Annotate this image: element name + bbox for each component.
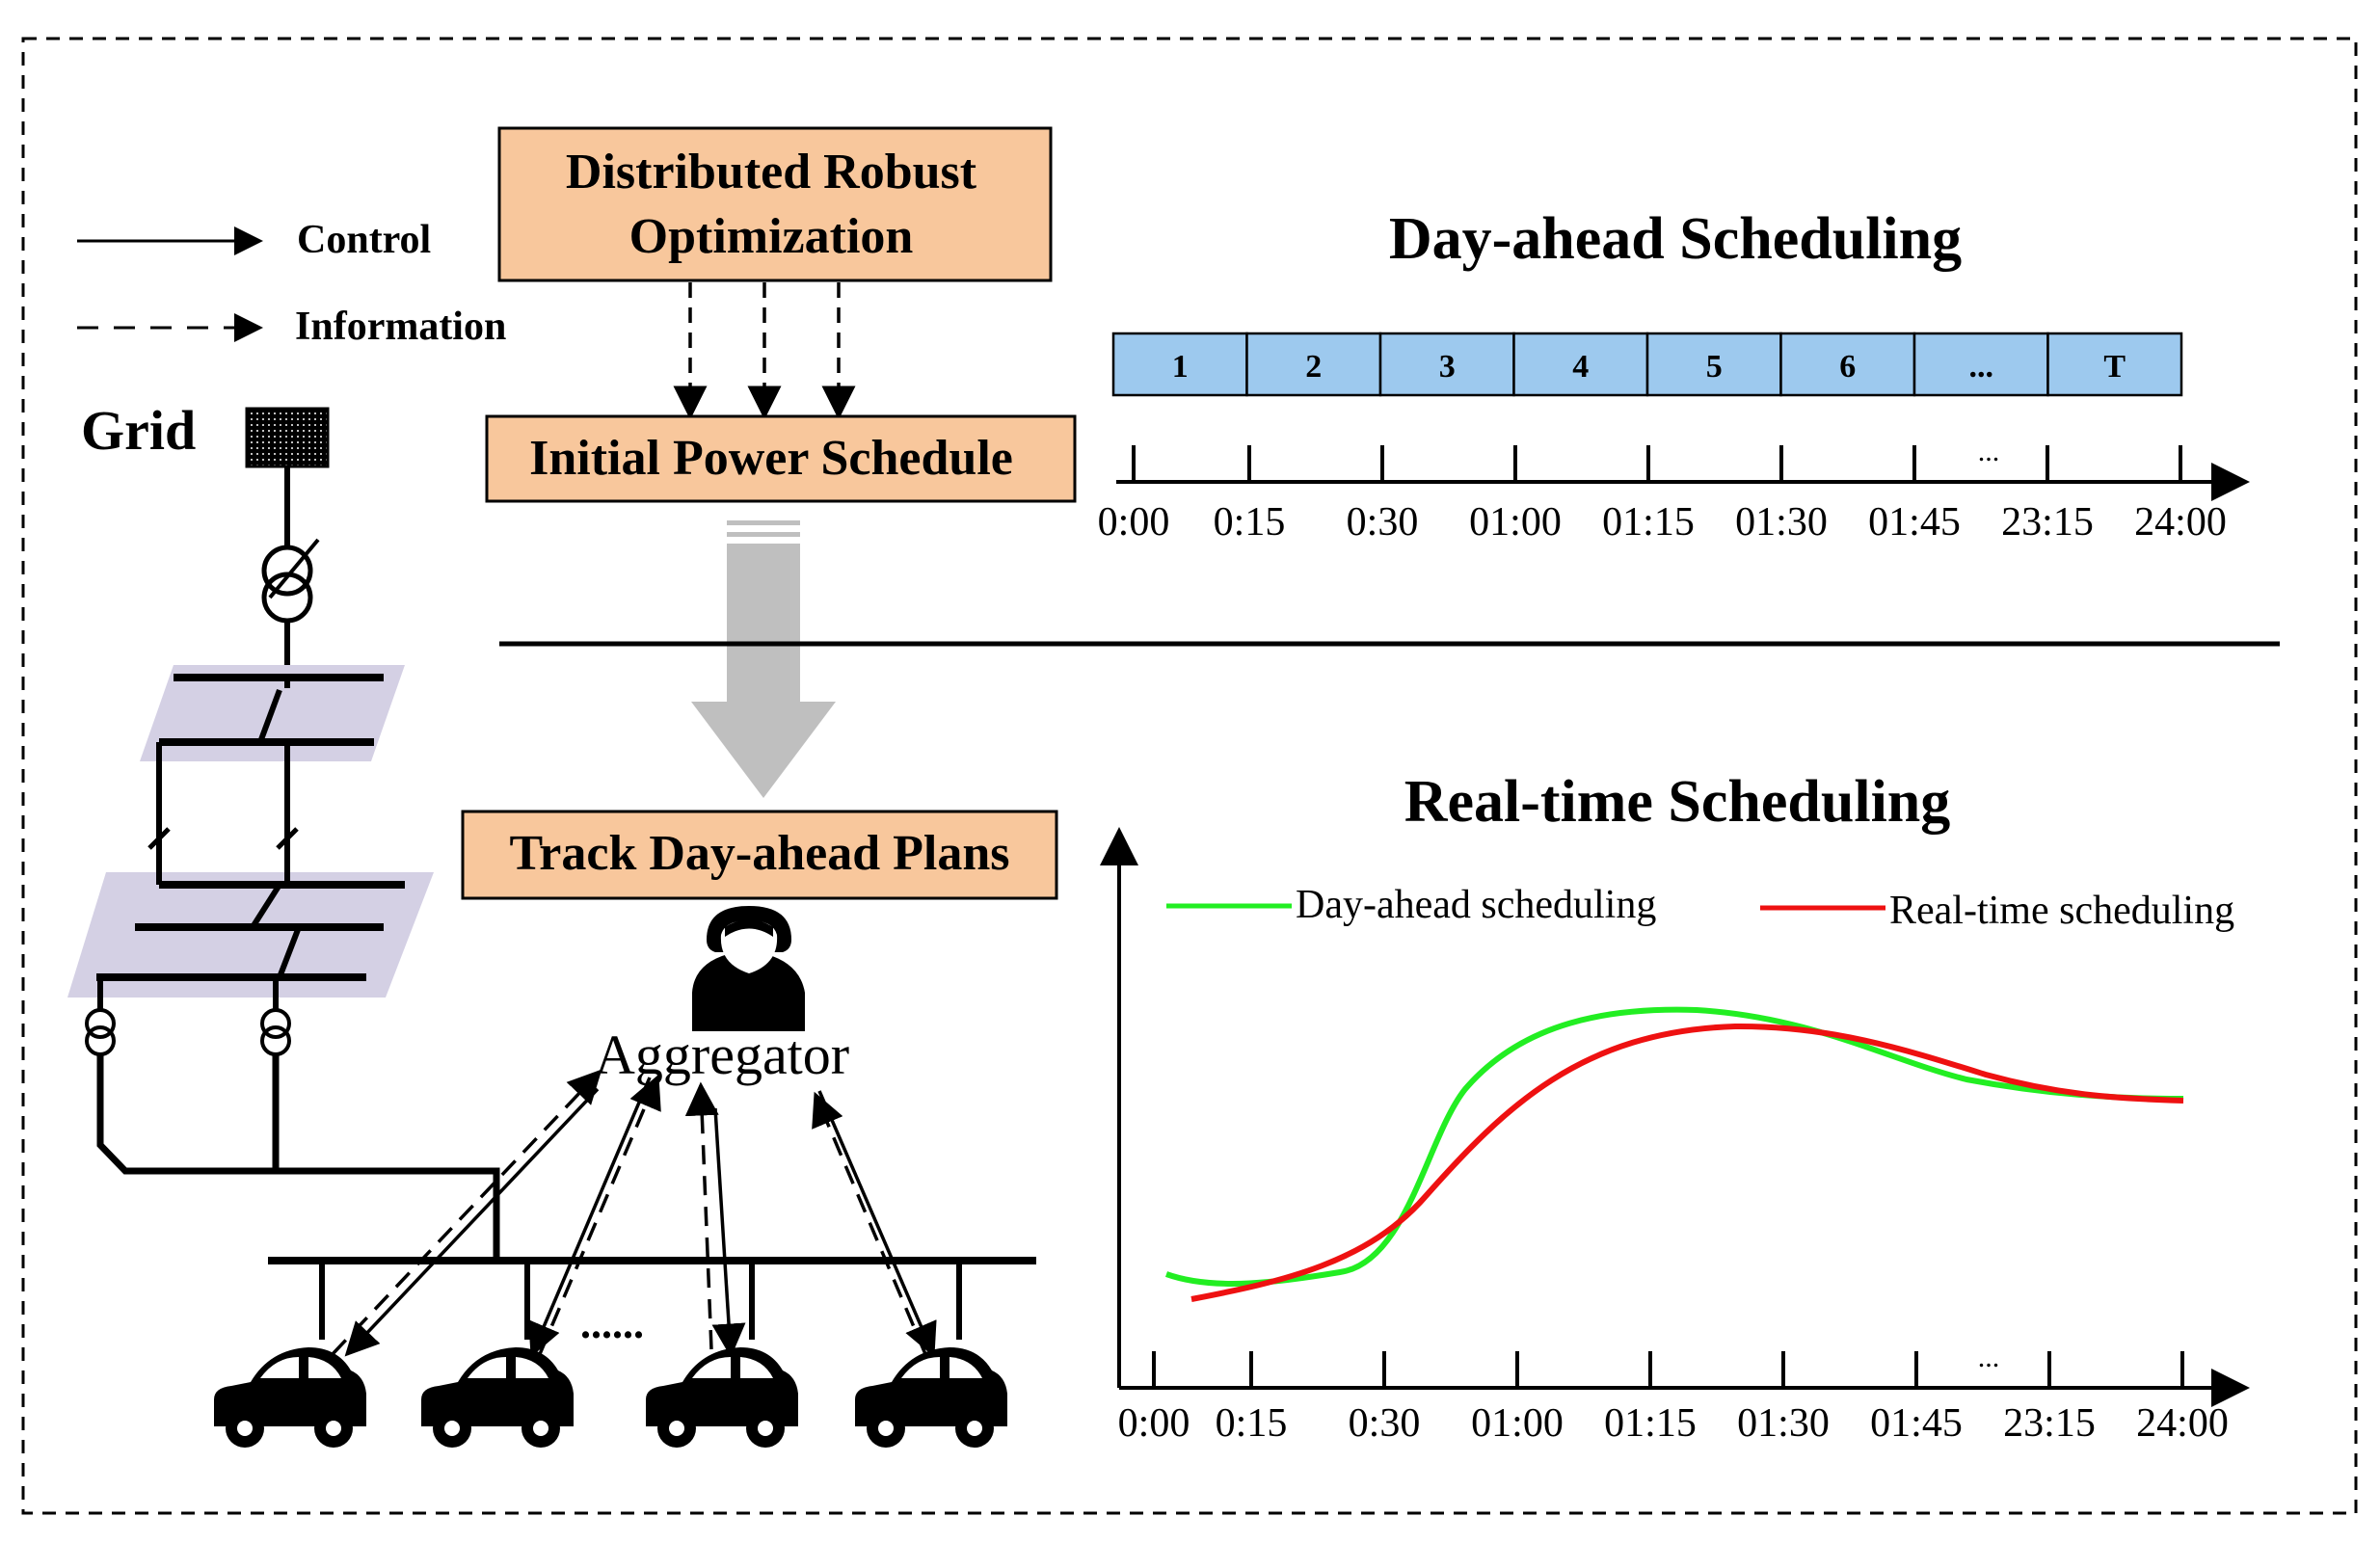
tick-label: 01:00	[1471, 1401, 1564, 1446]
time-slot-label: 6	[1839, 349, 1856, 385]
tick-label: 01:30	[1737, 1401, 1830, 1446]
day-ahead-ellipsis: ...	[1978, 436, 2000, 467]
initial-schedule-box: Initial Power Schedule	[485, 414, 1077, 503]
initial-schedule-label: Initial Power Schedule	[529, 431, 1013, 486]
electric-vehicle-icon	[646, 1347, 798, 1448]
aggregator-label: Aggregator	[595, 1024, 849, 1086]
feeder-transformer-left-icon	[85, 1008, 116, 1056]
control-legend-label: Control	[297, 218, 431, 262]
dro-box: Distributed Robust Optimization	[497, 126, 1053, 282]
grid-icon	[245, 407, 330, 468]
tick-label: 24:00	[2134, 500, 2227, 545]
electric-vehicle-icon	[855, 1347, 1007, 1448]
dro-box-line1: Distributed Robust	[566, 145, 977, 200]
day-ahead-ticks: 0:00 0:15 0:30 01:00 01:15 01:30 01:45 23:15 24:…	[1098, 445, 2227, 545]
time-slot-label: 5	[1706, 349, 1723, 385]
real-time-title: Real-time Scheduling	[1404, 769, 1951, 835]
time-slot-label: T	[2103, 349, 2126, 385]
time-slot-label: 1	[1172, 349, 1189, 385]
time-slot-label: 3	[1439, 349, 1456, 385]
tick-label: 23:15	[2001, 500, 2094, 545]
track-plans-box: Track Day-ahead Plans	[461, 810, 1058, 900]
day-ahead-curve	[1164, 1006, 2184, 1287]
tick-label: 01:00	[1469, 500, 1562, 545]
time-slot-label: 4	[1572, 349, 1589, 385]
time-slot-cell	[1912, 332, 2049, 397]
grid-label: Grid	[81, 399, 196, 462]
time-slot-label: ...	[1969, 349, 1994, 385]
ev-feeder: ......	[214, 1257, 1036, 1448]
substation-platform-lower	[67, 872, 434, 998]
dro-to-initial-arrows	[673, 282, 856, 420]
time-slot-cell	[1378, 332, 1515, 397]
day-ahead-title: Day-ahead Scheduling	[1389, 206, 1962, 272]
tick-label: 23:15	[2003, 1401, 2096, 1446]
ev-dots: ......	[580, 1300, 644, 1347]
dro-box-line2: Optimization	[629, 209, 914, 264]
tick-label: 01:15	[1602, 500, 1695, 545]
grid-network: Grid	[67, 399, 500, 1258]
tick-label: 24:00	[2136, 1401, 2229, 1446]
real-time-curve	[1190, 1023, 2184, 1302]
tick-label: 0:15	[1216, 1401, 1288, 1446]
time-slot-cell	[1245, 332, 1382, 397]
real-time-ellipsis: ...	[1978, 1342, 2000, 1373]
time-slot-cell	[1512, 332, 1649, 397]
time-slot-cell	[1779, 332, 1916, 397]
time-slot-label: 2	[1305, 349, 1322, 385]
time-slot-cell	[2046, 332, 2183, 397]
tick-label: 0:00	[1098, 500, 1170, 545]
tick-label: 01:45	[1870, 1401, 1963, 1446]
day-ahead-panel: Day-ahead Scheduling 1 2 3 4 5 6... T 0:00 0:15…	[1098, 206, 2250, 545]
aggregator-person-icon	[692, 906, 805, 1031]
tick-label: 01:15	[1604, 1401, 1697, 1446]
tick-label: 0:30	[1347, 500, 1419, 545]
time-slot-cell	[1645, 332, 1782, 397]
tick-label: 0:00	[1118, 1401, 1190, 1446]
time-slot-cell	[1111, 332, 1248, 397]
main-transformer-icon	[261, 538, 320, 624]
tick-label: 0:30	[1349, 1401, 1421, 1446]
legend-real-time-label: Real-time scheduling	[1889, 889, 2234, 933]
legend: Control Information	[77, 218, 506, 349]
electric-vehicle-icon	[421, 1347, 574, 1448]
tick-label: 0:15	[1214, 500, 1286, 545]
tick-label: 01:30	[1735, 500, 1828, 545]
real-time-panel: Real-time Scheduling Day-ahead schedulin…	[1100, 769, 2250, 1446]
legend-day-ahead-label: Day-ahead scheduling	[1296, 883, 1656, 927]
information-legend-label: Information	[295, 305, 506, 349]
electric-vehicle-icon	[214, 1347, 366, 1448]
day-ahead-slot-bar: 1 2 3 4 5 6... T	[1111, 332, 2183, 397]
track-plans-label: Track Day-ahead Plans	[509, 826, 1009, 881]
tick-label: 01:45	[1868, 500, 1961, 545]
aggregator-links	[331, 1069, 937, 1358]
outer-dashed-border	[21, 37, 2358, 1515]
real-time-ticks: 0:00 0:15 0:30 01:00 01:15 01:30 01:45 23:15 24:…	[1118, 1351, 2229, 1446]
big-down-arrow-icon	[691, 520, 836, 798]
feeder-transformer-right-icon	[260, 1008, 291, 1056]
